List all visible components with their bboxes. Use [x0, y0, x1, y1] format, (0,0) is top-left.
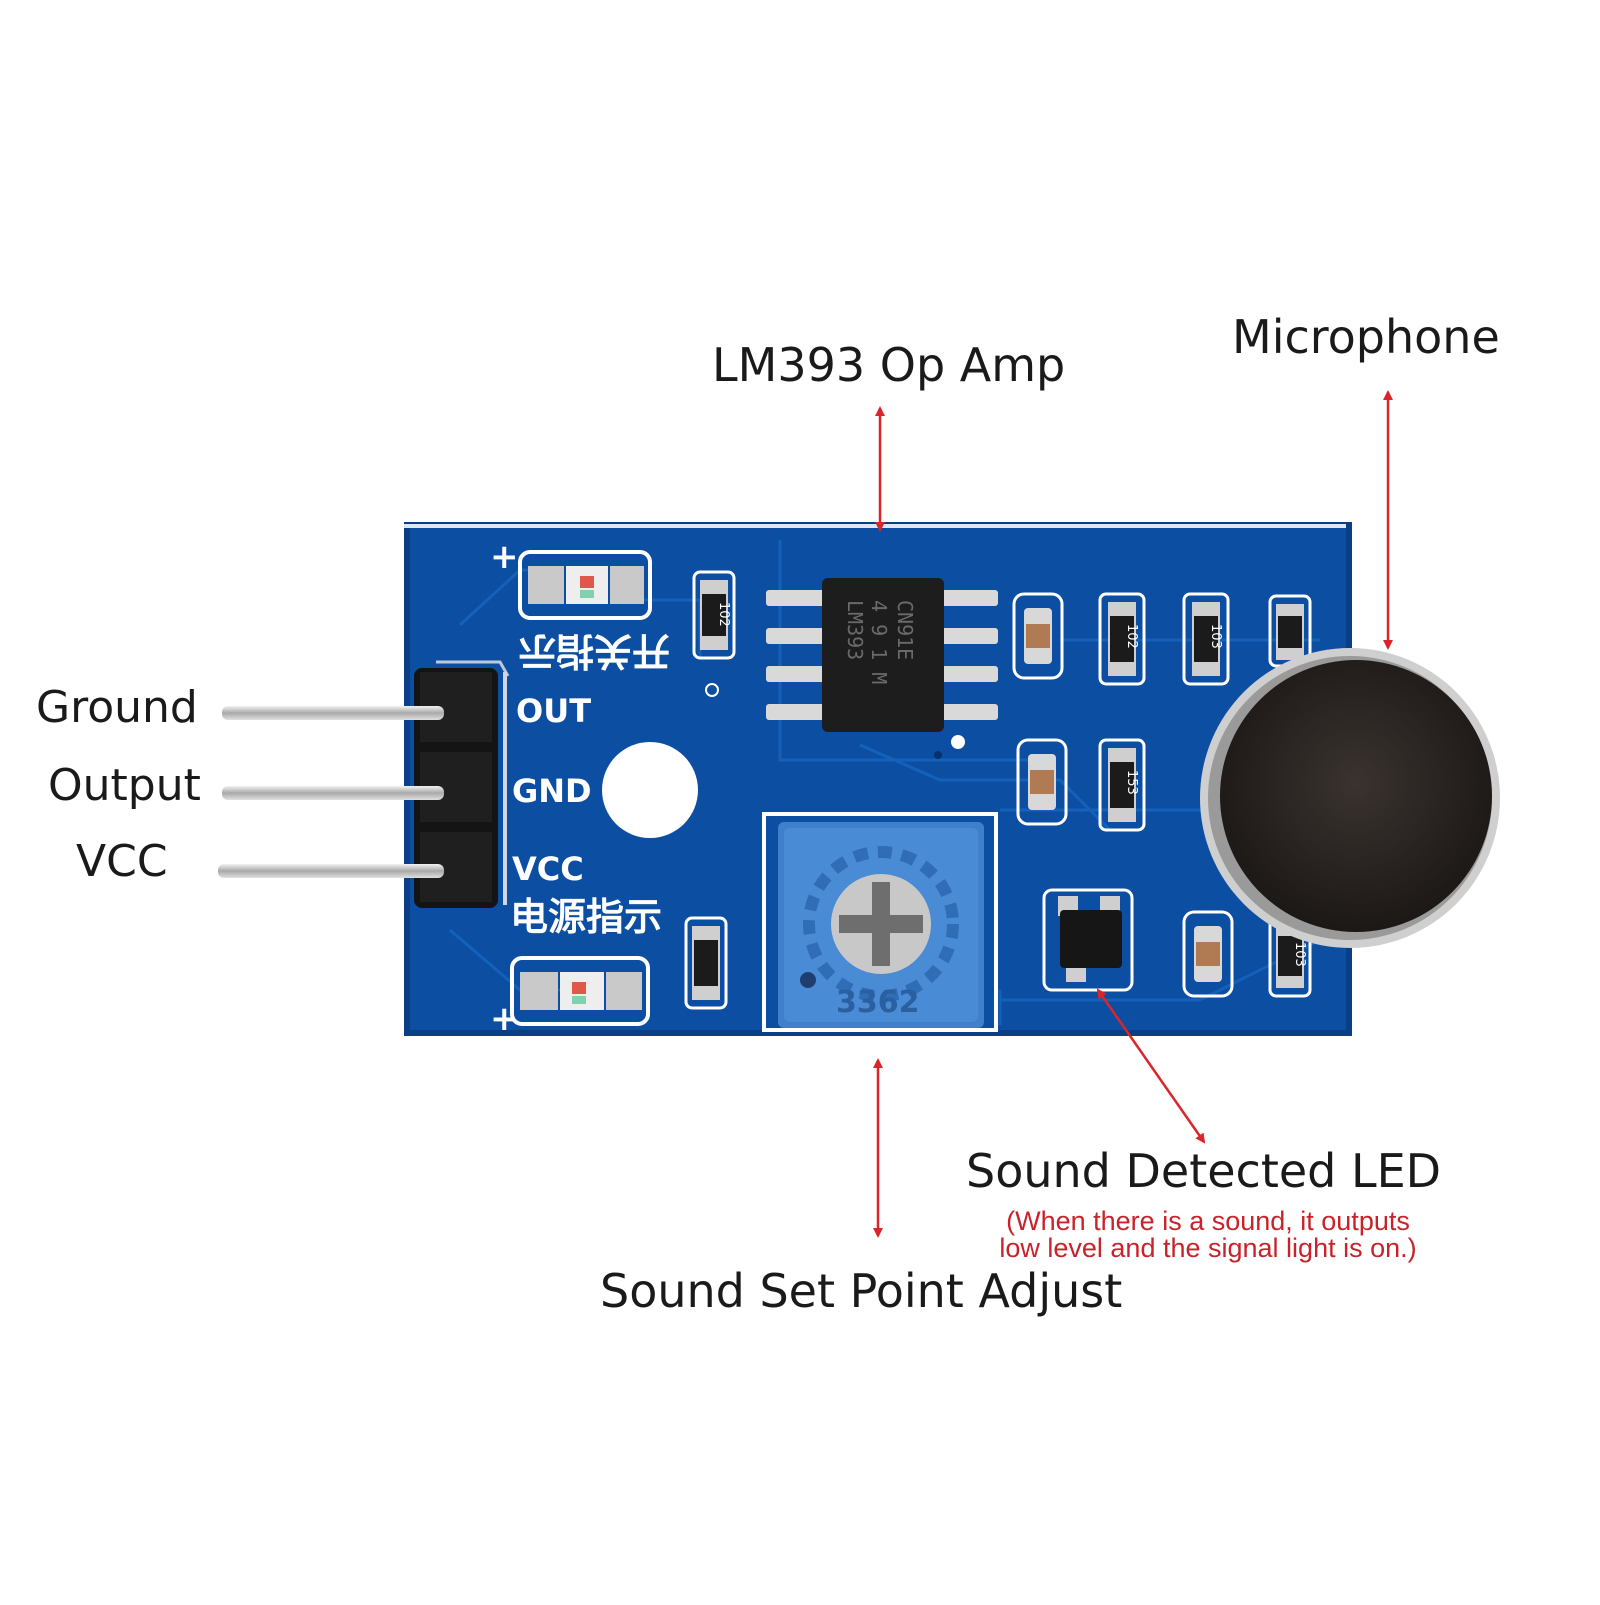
capacitor-bottom	[1182, 910, 1234, 998]
microphone-component	[1200, 648, 1500, 948]
silk-gnd: GND	[512, 772, 592, 810]
set-point-label: Sound Set Point Adjust	[600, 1264, 1123, 1318]
microphone-label: Microphone	[1232, 310, 1500, 364]
vcc-pin	[218, 864, 444, 878]
resistor-right-top	[1268, 594, 1312, 668]
resistor-bottom-left	[684, 916, 728, 1010]
arrow-led	[1096, 988, 1206, 1144]
led-note-line-2: low level and the signal light is on.)	[999, 1233, 1417, 1263]
svg-text:153: 153	[1124, 770, 1139, 795]
op-amp-label: LM393 Op Amp	[712, 338, 1066, 392]
pot-code: 3362	[836, 985, 920, 1020]
vcc-label: VCC	[76, 836, 168, 887]
svg-text:102: 102	[1124, 624, 1139, 649]
svg-text:103: 103	[1292, 942, 1307, 967]
ground-label: Ground	[36, 682, 198, 733]
arrows	[873, 390, 1393, 1238]
pin-header	[218, 660, 510, 908]
svg-text:4 9 1 M: 4 9 1 M	[867, 600, 891, 684]
silk-switch-indicator: 开关指示	[518, 629, 670, 673]
resistor-103-top: 103	[1182, 592, 1230, 686]
mounting-hole	[602, 742, 698, 838]
capacitor-middle	[1016, 738, 1068, 826]
output-label: Output	[48, 760, 201, 811]
svg-text:102: 102	[716, 602, 731, 627]
silk-power-indicator: 电源指示	[510, 895, 662, 939]
silk-out: OUT	[516, 692, 591, 730]
silk-vcc: VCC	[512, 850, 584, 888]
silk-plus-top: +	[490, 537, 519, 577]
lm393-chip: LM393 4 9 1 M CN91E	[766, 578, 998, 732]
power-led-bottom	[510, 956, 650, 1026]
sound-detected-led-label: Sound Detected LED	[966, 1144, 1442, 1198]
resistor-153: 153	[1098, 738, 1146, 832]
ground-pin	[222, 706, 444, 720]
capacitor-top	[1012, 592, 1064, 680]
svg-text:LM393: LM393	[843, 600, 867, 660]
potentiometer: 3362	[762, 812, 998, 1032]
led-note: (When there is a sound, it outputs low l…	[978, 1208, 1438, 1262]
sound-detected-led-component	[1042, 888, 1134, 992]
resistor-top-left: 102	[692, 570, 736, 660]
led-note-line-1: (When there is a sound, it outputs	[1006, 1206, 1410, 1236]
resistor-102: 102	[1098, 592, 1146, 686]
svg-text:103: 103	[1208, 624, 1223, 649]
output-pin	[222, 786, 444, 800]
power-led-top	[518, 550, 652, 620]
svg-text:CN91E: CN91E	[893, 600, 917, 660]
